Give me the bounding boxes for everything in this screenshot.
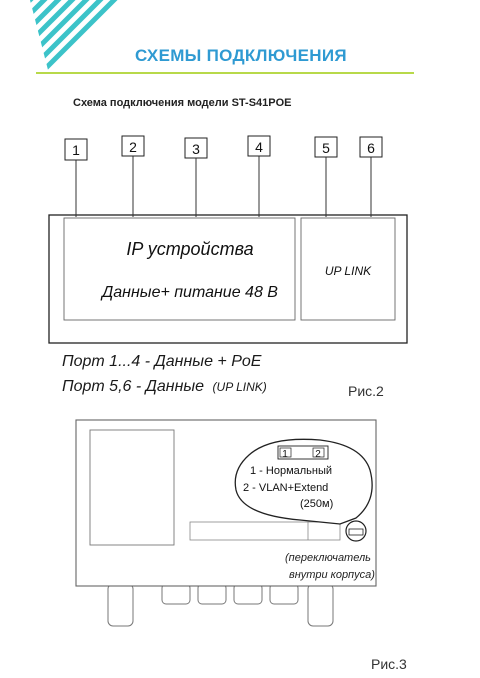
switch-note-2: внутри корпуса)	[289, 569, 375, 581]
uplink-block	[300, 217, 396, 321]
legend-line-1: Порт 1...4 - Данные + PoE	[62, 353, 262, 370]
model-subtitle: Схема подключения модели ST-S41POE	[73, 97, 292, 109]
switch-position-2: 2	[315, 449, 321, 460]
mode-normal: 1 - Нормальный	[250, 465, 332, 477]
data-power-label: Данные+ питание 48 В	[100, 284, 278, 301]
port-5-box	[314, 136, 338, 158]
port-2-label: 2	[129, 139, 137, 155]
figure-3-caption: Рис.3	[371, 656, 407, 672]
ip-devices-block	[63, 217, 296, 321]
switch-position-1: 1	[282, 449, 288, 460]
title-divider	[36, 72, 414, 74]
uplink-label: UP LINK	[325, 264, 372, 278]
port-1-label: 1	[72, 142, 80, 158]
brand-logo	[30, 0, 130, 70]
device-port-strip	[189, 521, 341, 541]
ip-devices-label: IP устройства	[126, 239, 253, 259]
legend-line-2-uplink: (UP LINK)	[212, 380, 267, 394]
legend-line-2: Порт 5,6 - Данные (UP LINK)	[62, 378, 267, 396]
device-diagram: 1 2 1 - Нормальный 2 - VLAN+Extend (250м…	[75, 419, 377, 627]
connection-diagram: 1 2 3 4 5 6 IP устройства Данные+ питани…	[48, 135, 408, 344]
legend-line-2-text: Порт 5,6 - Данные	[62, 378, 205, 395]
page-title: СХЕМЫ ПОДКЛЮЧЕНИЯ	[135, 46, 347, 65]
switch-note-1: (переключатель	[285, 552, 371, 564]
port-2-box	[121, 135, 145, 157]
figure-2-caption: Рис.2	[348, 383, 384, 399]
port-4-label: 4	[255, 139, 263, 155]
port-3-box	[184, 137, 208, 159]
port-3-label: 3	[192, 141, 200, 157]
switch-callout	[234, 438, 373, 525]
port-5-label: 5	[322, 140, 330, 156]
port-6-box	[359, 136, 383, 158]
mode-vlan-distance: (250м)	[300, 498, 333, 510]
port-4-box	[247, 135, 271, 157]
port-1-box	[64, 138, 88, 161]
mode-vlan: 2 - VLAN+Extend	[243, 482, 328, 494]
port-6-label: 6	[367, 140, 375, 156]
device-inner-left	[89, 429, 175, 546]
